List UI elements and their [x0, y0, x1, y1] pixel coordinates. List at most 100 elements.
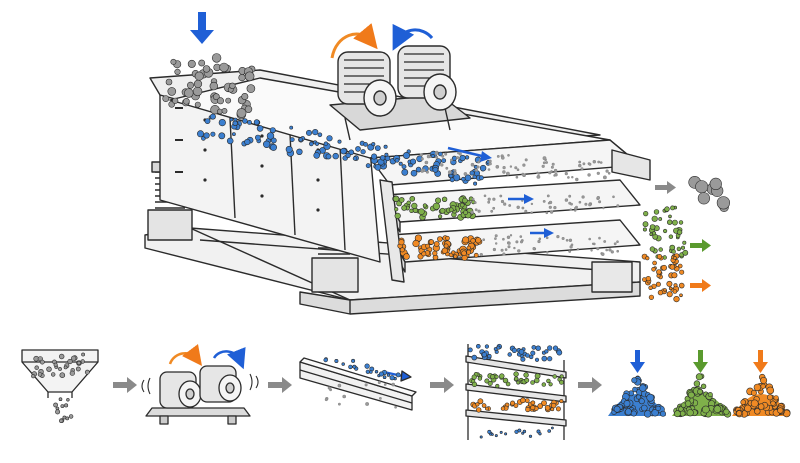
particle	[645, 256, 650, 261]
particle	[495, 383, 500, 389]
motor-icon	[397, 45, 457, 111]
particle	[766, 394, 773, 401]
particle	[575, 177, 579, 182]
particle	[269, 143, 277, 151]
particle	[596, 247, 600, 251]
particle	[635, 394, 641, 400]
particle	[487, 380, 493, 386]
particle	[391, 382, 396, 387]
particle	[490, 209, 494, 213]
particle	[658, 247, 663, 252]
particle	[639, 384, 647, 392]
particle	[523, 372, 529, 378]
particle	[596, 171, 600, 175]
rotation-arrow-icon	[168, 343, 203, 366]
particle	[84, 369, 90, 375]
particle	[513, 246, 516, 250]
particle	[616, 204, 620, 208]
particle	[757, 403, 765, 410]
particle	[546, 378, 551, 384]
particle	[463, 210, 468, 215]
particle	[559, 374, 564, 379]
oversize-arrow-icon	[655, 181, 676, 194]
particle	[530, 380, 535, 385]
particle	[519, 235, 523, 238]
green-particles	[392, 194, 620, 221]
particle	[506, 235, 511, 240]
particle	[492, 197, 496, 201]
particle	[384, 152, 389, 157]
particle	[663, 288, 667, 292]
particle	[285, 145, 293, 153]
particle	[364, 383, 368, 387]
particle	[296, 148, 303, 156]
particle	[679, 269, 685, 275]
particle	[547, 202, 551, 205]
particle	[438, 214, 443, 219]
particle	[473, 252, 479, 258]
particle	[479, 253, 483, 257]
particle	[445, 166, 449, 170]
particle	[58, 418, 64, 423]
particle	[66, 398, 70, 402]
particle	[592, 160, 596, 164]
particle	[463, 172, 468, 176]
particle	[337, 139, 342, 144]
particle	[53, 402, 58, 408]
process-arrow-icon	[113, 377, 137, 393]
particle	[598, 200, 602, 204]
particle	[289, 125, 294, 130]
particle	[217, 97, 225, 105]
stage-vibration-motors	[141, 365, 259, 425]
particle	[433, 241, 440, 247]
particle	[451, 250, 456, 255]
particle	[420, 157, 424, 161]
particle	[504, 248, 508, 251]
particle	[680, 402, 687, 408]
particle	[364, 363, 370, 369]
particle	[420, 169, 424, 173]
particle	[197, 130, 205, 138]
particle	[524, 209, 528, 213]
particle	[664, 206, 670, 212]
particle	[736, 410, 743, 417]
particle	[545, 251, 549, 254]
particle	[435, 197, 442, 204]
particle	[656, 273, 661, 278]
particle	[530, 405, 536, 411]
particle	[392, 195, 400, 203]
particle	[662, 228, 668, 234]
particle	[244, 138, 251, 146]
particle	[298, 137, 303, 142]
particle	[418, 208, 425, 215]
particle	[499, 430, 503, 434]
particle	[236, 108, 247, 118]
particle	[39, 359, 45, 365]
particle	[658, 217, 663, 221]
particle	[475, 343, 481, 349]
particle	[552, 345, 559, 351]
particle	[59, 372, 66, 379]
particle	[434, 151, 439, 156]
particle	[219, 62, 229, 73]
particle	[599, 161, 603, 164]
particle	[546, 194, 550, 198]
particle	[488, 159, 492, 163]
particle	[410, 158, 417, 165]
particle	[439, 207, 446, 214]
particle	[581, 195, 585, 199]
particle	[402, 152, 410, 160]
particle	[394, 158, 400, 163]
particle	[565, 239, 569, 242]
particle	[570, 243, 574, 247]
particle	[231, 132, 236, 137]
particle	[187, 81, 195, 89]
particle	[680, 245, 685, 250]
particle	[616, 240, 619, 243]
particle	[209, 113, 216, 120]
particle	[553, 206, 557, 210]
particle	[488, 162, 492, 166]
particle	[500, 199, 505, 204]
middle-arrow-icon	[690, 239, 711, 252]
particle	[582, 162, 586, 166]
